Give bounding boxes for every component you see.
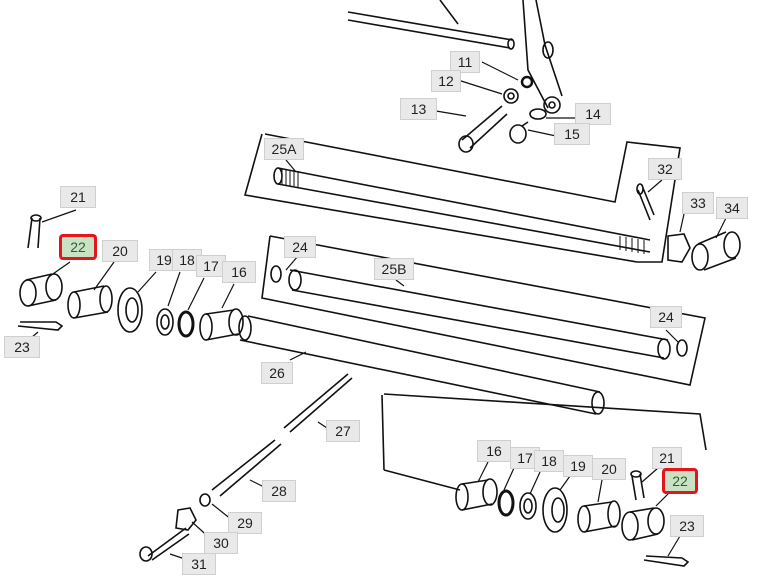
callout-20-right[interactable]: 20 xyxy=(592,458,626,480)
callout-23-left[interactable]: 23 xyxy=(4,336,40,358)
callout-12[interactable]: 12 xyxy=(431,70,461,92)
callout-18-left[interactable]: 18 xyxy=(172,249,202,271)
callout-23-right[interactable]: 23 xyxy=(670,515,704,537)
callout-27[interactable]: 27 xyxy=(326,420,360,442)
hardware-11-15 xyxy=(458,75,547,153)
shaft-25a-group xyxy=(243,133,741,271)
callout-14[interactable]: 14 xyxy=(575,103,611,125)
left-parts xyxy=(17,214,244,341)
callout-18-right[interactable]: 18 xyxy=(534,450,564,472)
callout-31[interactable]: 31 xyxy=(182,553,216,575)
callout-24-right[interactable]: 24 xyxy=(650,306,682,328)
pins-and-bolt xyxy=(139,373,353,562)
upper-linkage xyxy=(347,0,563,114)
leader-lines xyxy=(23,61,727,561)
callout-25b[interactable]: 25B xyxy=(374,258,414,280)
callout-16-right[interactable]: 16 xyxy=(477,440,511,462)
right-parts xyxy=(455,470,690,567)
shaft-25b-group xyxy=(261,235,706,386)
callout-32[interactable]: 32 xyxy=(648,158,682,180)
callout-22-right-highlighted[interactable]: 22 xyxy=(662,468,698,494)
callout-25a[interactable]: 25A xyxy=(264,138,304,160)
shaft-26 xyxy=(238,315,707,491)
callout-33[interactable]: 33 xyxy=(682,192,714,214)
callout-21-left[interactable]: 21 xyxy=(60,186,96,208)
callout-19-right[interactable]: 19 xyxy=(563,455,593,477)
callout-28[interactable]: 28 xyxy=(262,480,296,502)
callout-19-left[interactable]: 19 xyxy=(149,249,179,271)
callout-26[interactable]: 26 xyxy=(261,362,293,384)
callout-11[interactable]: 11 xyxy=(450,51,480,73)
callout-20-left[interactable]: 20 xyxy=(102,240,138,262)
callout-24-top[interactable]: 24 xyxy=(284,236,316,258)
callout-30[interactable]: 30 xyxy=(204,532,238,554)
callout-34[interactable]: 34 xyxy=(716,197,748,219)
callout-13[interactable]: 13 xyxy=(400,98,437,120)
callout-29[interactable]: 29 xyxy=(228,512,262,534)
callout-16-left[interactable]: 16 xyxy=(222,261,256,283)
callout-21-right[interactable]: 21 xyxy=(652,447,682,469)
callout-22-left-highlighted[interactable]: 22 xyxy=(59,234,97,260)
callout-15[interactable]: 15 xyxy=(554,123,590,145)
